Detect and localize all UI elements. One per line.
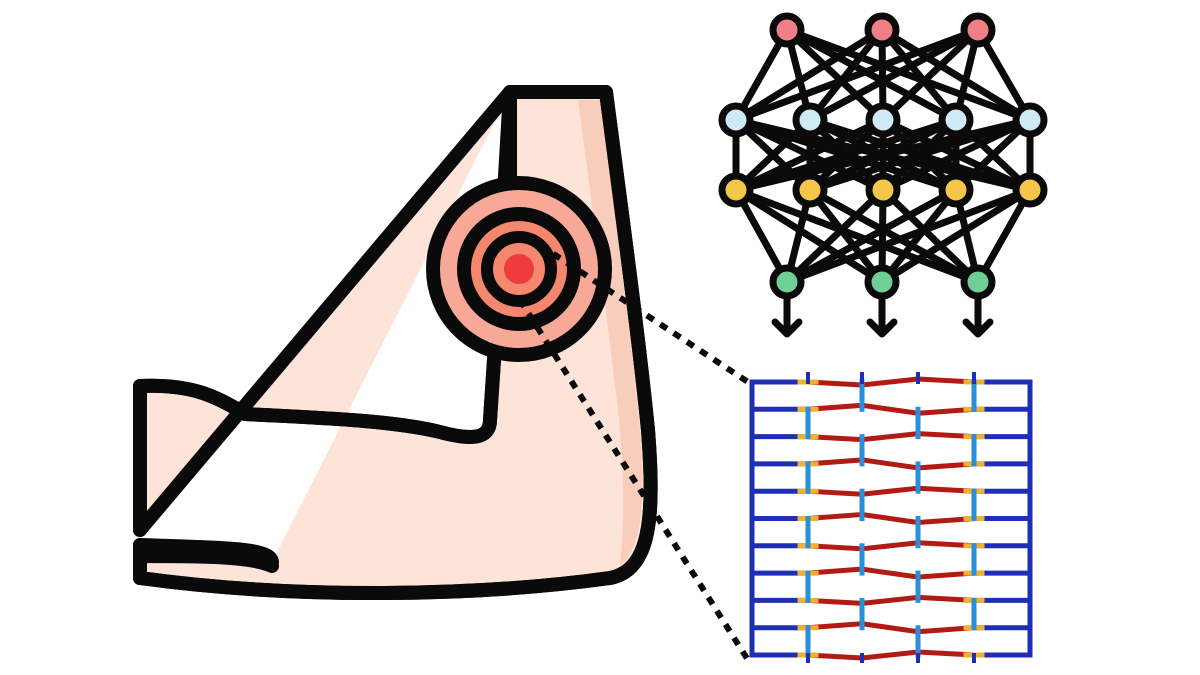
- network-edge: [878, 26, 960, 124]
- neural-network-icon: [718, 12, 1048, 338]
- network-edge: [783, 186, 1034, 286]
- lattice-strut: [859, 620, 921, 635]
- network-edge: [879, 26, 982, 124]
- network-edge: [732, 116, 887, 194]
- network-node: [864, 12, 900, 48]
- network-edge: [732, 186, 886, 286]
- network-edge: [878, 26, 1034, 124]
- lattice-strut: [859, 566, 921, 580]
- lattice-strut: [859, 485, 921, 497]
- network-edge: [806, 116, 1034, 194]
- lattice-strut: [859, 649, 921, 661]
- network-edge: [806, 26, 886, 124]
- network-edge: [878, 186, 1034, 286]
- forearm-crease: [133, 538, 279, 585]
- network-edge: [806, 26, 982, 124]
- network-node: [769, 12, 805, 48]
- network-node: [1012, 172, 1048, 208]
- network-node: [960, 12, 996, 48]
- zoom-leader-lines: [517, 242, 751, 662]
- network-edge: [783, 26, 1034, 124]
- lattice-strut: [859, 430, 921, 443]
- target-core: [504, 254, 534, 284]
- lattice-strut: [859, 376, 921, 388]
- network-node: [938, 172, 974, 208]
- network-edge: [878, 186, 960, 286]
- network-edge: [732, 186, 791, 286]
- network-edge: [879, 186, 982, 286]
- leader-line-bottom: [517, 298, 751, 662]
- lattice-strut: [859, 402, 921, 417]
- network-node: [865, 102, 901, 138]
- output-arrow-icon: [771, 292, 803, 338]
- network-edge: [806, 186, 982, 286]
- lattice-strut: [859, 511, 921, 526]
- network-edge: [783, 26, 960, 124]
- lattice-strut: [859, 457, 921, 471]
- network-node: [718, 102, 754, 138]
- output-arrow-icon: [866, 292, 898, 338]
- network-edge: [783, 186, 887, 286]
- network-edge: [732, 116, 1034, 194]
- network-edge: [732, 26, 886, 124]
- network-node: [1012, 102, 1048, 138]
- stress-lattice-icon: [749, 372, 1033, 663]
- network-node: [792, 172, 828, 208]
- network-edge: [879, 116, 1034, 194]
- output-arrow-icon: [962, 292, 994, 338]
- lattice-strut: [859, 594, 921, 607]
- network-edge: [732, 26, 982, 124]
- arm-outline: [133, 85, 658, 601]
- network-node: [792, 102, 828, 138]
- network-edge: [974, 186, 1034, 286]
- network-node: [938, 102, 974, 138]
- network-edge: [806, 186, 886, 286]
- network-node: [960, 264, 996, 300]
- network-edge: [783, 26, 887, 124]
- pain-target-icon: [426, 176, 612, 362]
- network-node: [865, 172, 901, 208]
- lattice-strut: [859, 540, 921, 552]
- network-node: [718, 172, 754, 208]
- arm-elbow-line: [133, 353, 501, 537]
- network-edge: [732, 186, 982, 286]
- network-node: [769, 264, 805, 300]
- network-node: [864, 264, 900, 300]
- network-edge: [783, 186, 960, 286]
